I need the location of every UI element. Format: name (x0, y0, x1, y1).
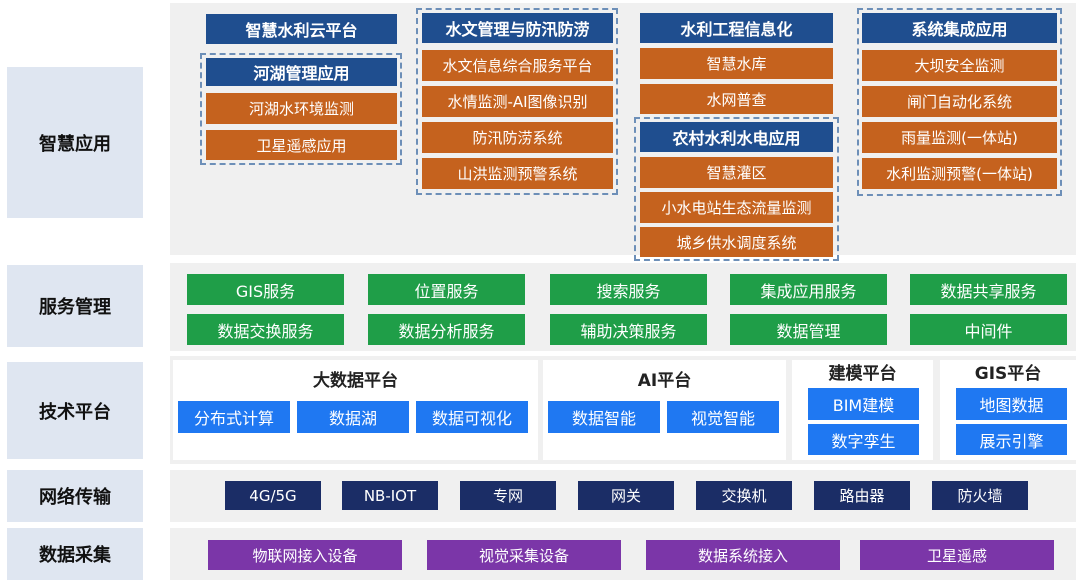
service-item: 集成应用服务 (730, 274, 887, 305)
tech-modeling-item: 数字孪生 (808, 424, 919, 455)
service-item: 搜索服务 (550, 274, 707, 305)
app-col4-item: 闸门自动化系统 (862, 86, 1057, 117)
service-item: GIS服务 (187, 274, 344, 305)
app-col3-header: 水利工程信息化 (640, 13, 833, 43)
app-col3-group (634, 117, 839, 261)
data-item: 物联网接入设备 (208, 540, 402, 570)
app-col1-header: 智慧水利云平台 (206, 14, 397, 44)
network-item: NB-IOT (342, 481, 438, 510)
app-col4-header: 系统集成应用 (862, 13, 1057, 43)
network-item: 路由器 (814, 481, 910, 510)
app-col3-item: 智慧水库 (640, 48, 833, 79)
service-item: 位置服务 (368, 274, 525, 305)
app-col1-item: 河湖水环境监测 (206, 93, 397, 124)
tech-ai-title: AI平台 (637, 370, 692, 391)
app-col3-group-item: 小水电站生态流量监测 (640, 192, 833, 223)
network-item: 专网 (460, 481, 556, 510)
tech-gis-item: 展示引擎 (956, 424, 1067, 455)
app-col3-item: 水网普查 (640, 84, 833, 114)
network-item: 交换机 (696, 481, 792, 510)
app-col4-group (857, 8, 1062, 196)
app-col2-item: 山洪监测预警系统 (422, 158, 613, 189)
app-col1-group (200, 53, 402, 165)
app-col2-item: 防汛防涝系统 (422, 122, 613, 153)
app-col2-item: 水文信息综合服务平台 (422, 50, 613, 81)
tech-bigdata-item: 数据可视化 (416, 401, 528, 433)
layer-label-data: 数据采集 (7, 528, 143, 580)
app-col3-group-item: 城乡供水调度系统 (640, 227, 833, 257)
layer-label-network: 网络传输 (7, 470, 143, 522)
app-col3-group-item: 智慧灌区 (640, 157, 833, 188)
tech-bigdata-title: 大数据平台 (313, 370, 398, 391)
tech-ai-item: 数据智能 (548, 401, 660, 433)
service-item: 数据管理 (730, 314, 887, 345)
layer-label-service: 服务管理 (7, 265, 143, 347)
tech-modeling-title: 建模平台 (828, 363, 897, 384)
layer-label-app: 智慧应用 (7, 67, 143, 218)
tech-bigdata-item: 数据湖 (297, 401, 409, 433)
data-item: 数据系统接入 (646, 540, 840, 570)
tech-gis-item: 地图数据 (956, 388, 1067, 420)
network-item: 4G/5G (225, 481, 321, 510)
app-col4-item: 大坝安全监测 (862, 50, 1057, 81)
network-item: 网关 (578, 481, 674, 510)
service-item: 辅助决策服务 (550, 314, 707, 345)
tech-ai-item: 视觉智能 (667, 401, 779, 433)
app-col2-item: 水情监测-AI图像识别 (422, 86, 613, 117)
app-col1-group-title: 河湖管理应用 (206, 58, 397, 86)
app-col1-item: 卫星遥感应用 (206, 130, 397, 160)
network-item: 防火墙 (932, 481, 1028, 510)
app-col3-group-title: 农村水利水电应用 (640, 122, 833, 152)
data-item: 视觉采集设备 (427, 540, 621, 570)
app-col4-item: 雨量监测(一体站) (862, 122, 1057, 153)
app-col2-group (416, 8, 618, 195)
service-item: 中间件 (910, 314, 1067, 345)
tech-modeling-item: BIM建模 (808, 388, 919, 420)
service-item: 数据共享服务 (910, 274, 1067, 305)
service-item: 数据分析服务 (368, 314, 525, 345)
service-item: 数据交换服务 (187, 314, 344, 345)
layer-label-tech: 技术平台 (7, 362, 143, 459)
app-col2-header: 水文管理与防汛防涝 (422, 13, 613, 43)
app-col4-item: 水利监测预警(一体站) (862, 158, 1057, 189)
data-item: 卫星遥感 (860, 540, 1054, 570)
tech-bigdata-item: 分布式计算 (178, 401, 290, 433)
tech-gis-title: GIS平台 (974, 363, 1042, 384)
